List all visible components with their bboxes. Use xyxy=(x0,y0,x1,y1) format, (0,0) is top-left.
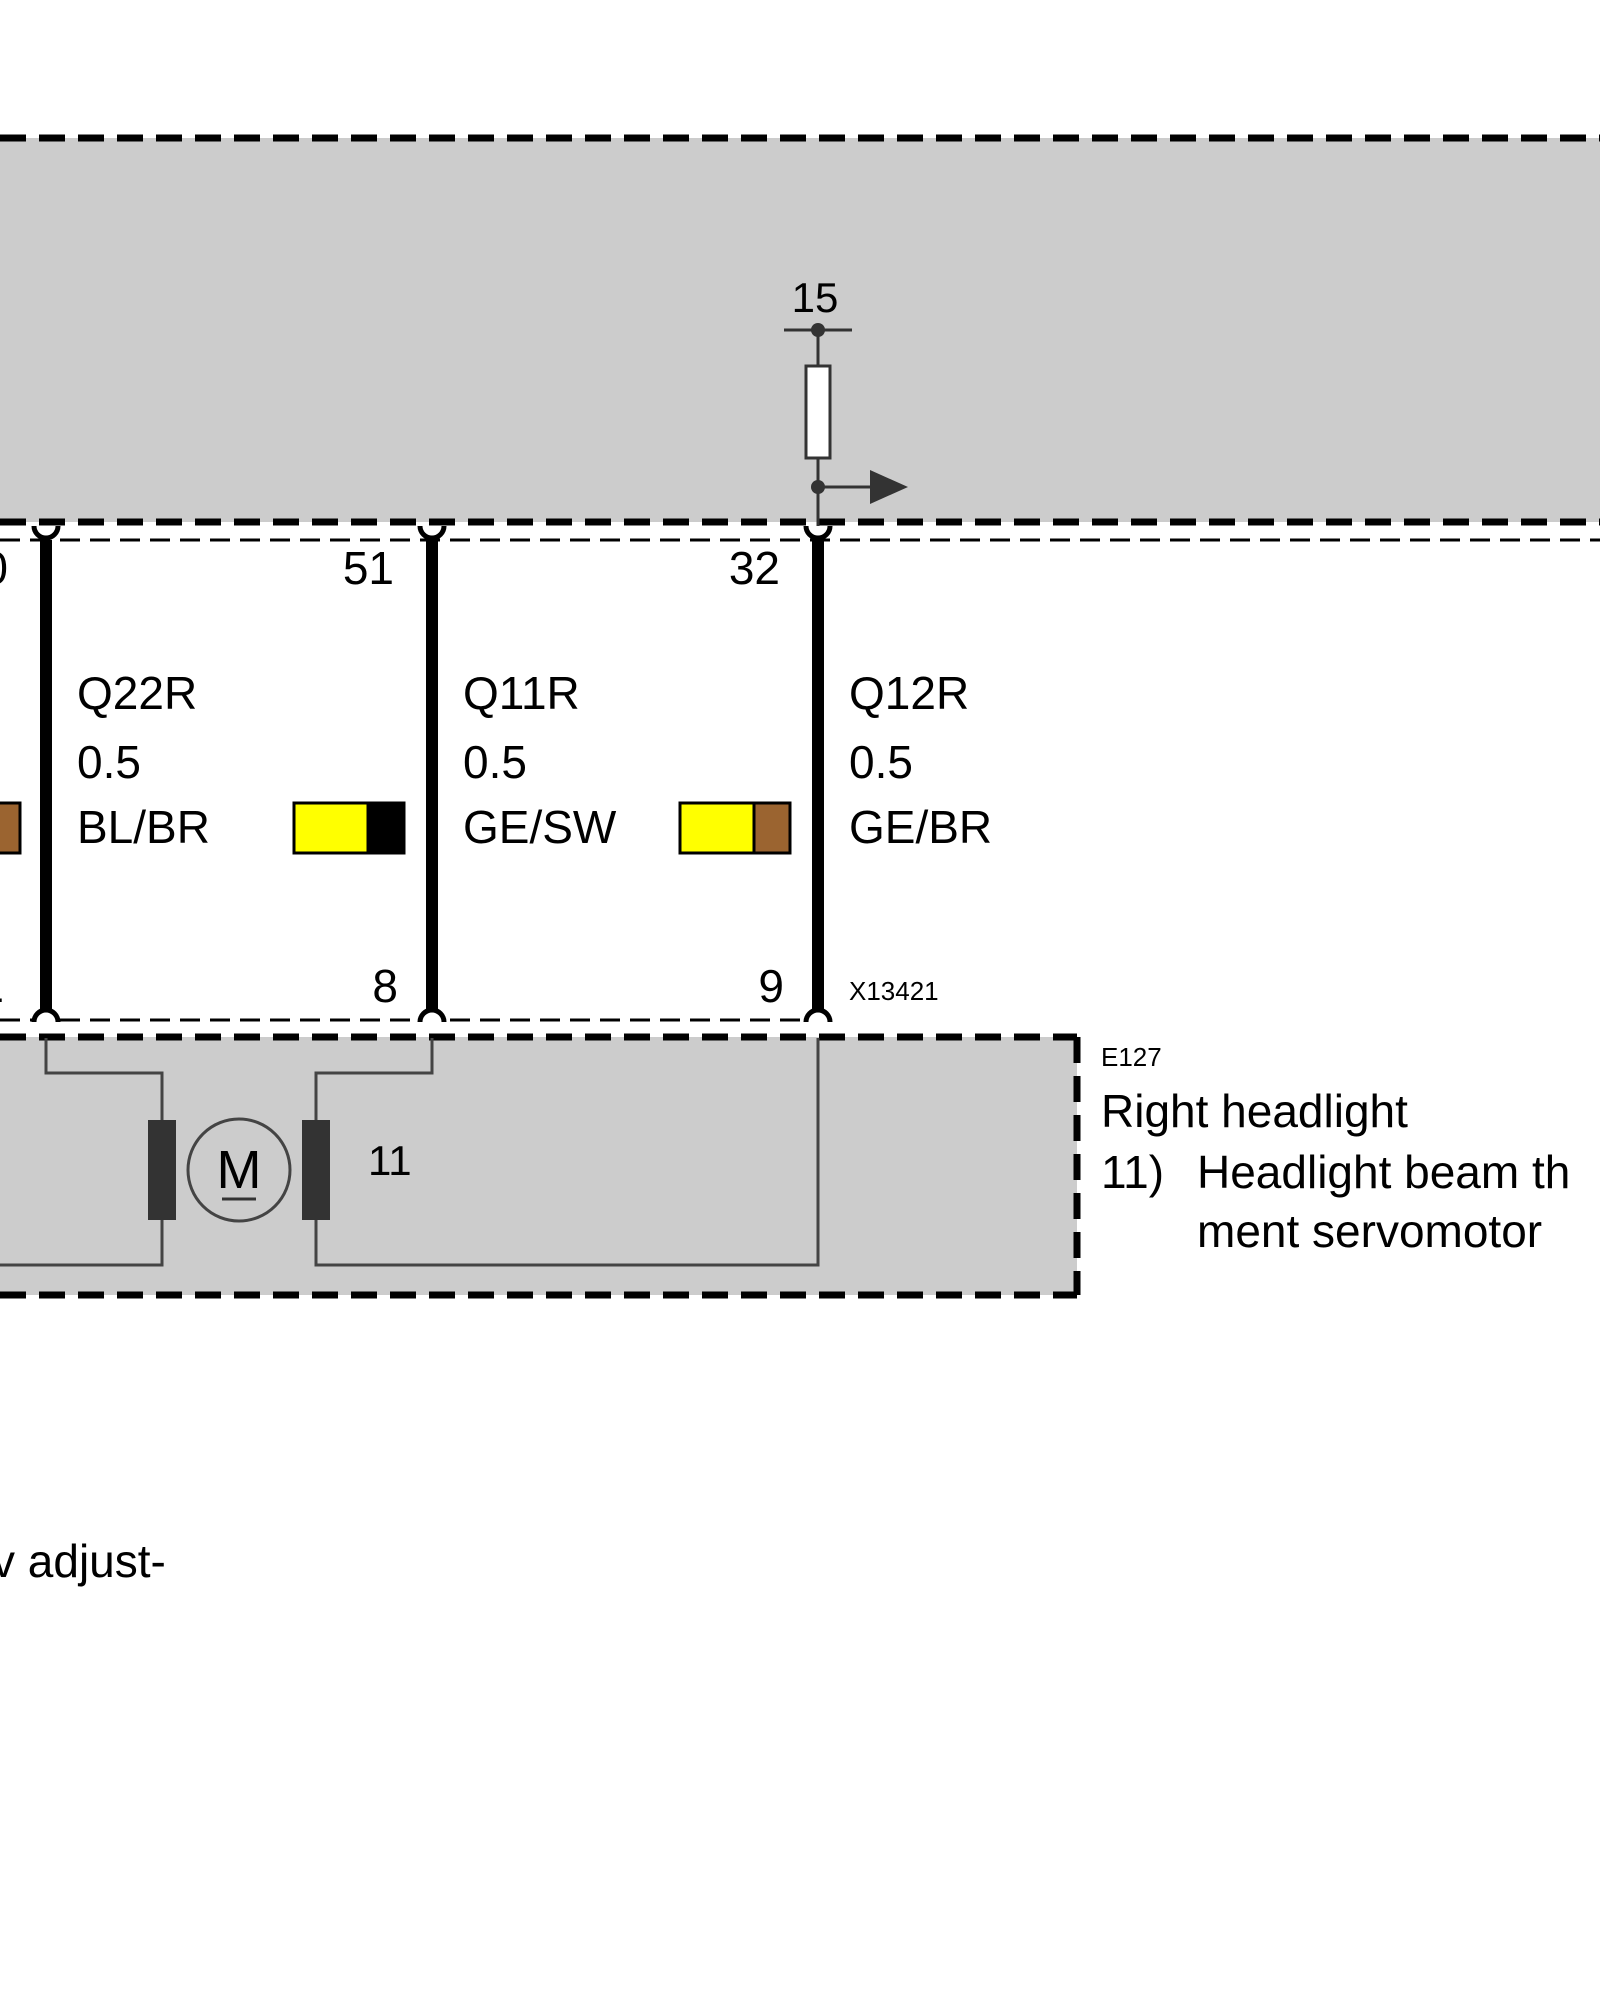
wire-code-q22r: Q22R xyxy=(77,667,197,719)
connector-id: X13421 xyxy=(849,976,939,1006)
motor-lead-left xyxy=(44,1038,164,1122)
headlight-module-fill xyxy=(0,1037,1077,1295)
pin-marker-top-2 xyxy=(417,525,447,541)
swatch-yellow-2 xyxy=(678,801,756,855)
color-swatch-wire0 xyxy=(0,801,22,855)
servomotor-ref-number: 11 xyxy=(368,1137,412,1184)
pin-marker-top-1 xyxy=(31,525,61,541)
motor-lead-right xyxy=(314,1038,434,1122)
pin-top-wire2: 32 xyxy=(729,542,780,594)
color-swatch-bl-br xyxy=(292,801,406,855)
motor-coil-left xyxy=(148,1120,176,1220)
wire-size-q12r: 0.5 xyxy=(849,736,913,788)
wire-color-q12r: GE/BR xyxy=(849,801,992,853)
component-name: Right headlight xyxy=(1101,1085,1408,1137)
wire-size-q22r: 0.5 xyxy=(77,736,141,788)
arrow-right-icon xyxy=(870,470,908,504)
pin-bottom-wire1: 8 xyxy=(372,960,398,1012)
motor-coil-right xyxy=(302,1120,330,1220)
wire-size-q11r: 0.5 xyxy=(463,736,527,788)
pin-marker-bottom-1 xyxy=(31,1007,61,1023)
swatch-brown-2 xyxy=(752,801,792,855)
swatch-black-1 xyxy=(366,801,406,855)
component-item-line1: Headlight beam th xyxy=(1197,1146,1570,1198)
terminal-15-label: 15 xyxy=(792,274,839,321)
motor-lead-left-bottom xyxy=(0,1218,164,1267)
component-id: E127 xyxy=(1101,1042,1162,1072)
pin-marker-bottom-3 xyxy=(803,1007,833,1023)
swatch-brown-left xyxy=(0,801,22,855)
wire-code-q11r: Q11R xyxy=(463,667,580,719)
swatch-yellow-1 xyxy=(292,801,370,855)
component-item-number: 11) xyxy=(1101,1146,1164,1198)
pin-bottom-wire0: 1 xyxy=(0,960,4,1012)
pin-top-wire0: 0 xyxy=(0,542,8,594)
motor-symbol-circle xyxy=(186,1117,292,1223)
color-swatch-ge-sw xyxy=(678,801,792,855)
pin-marker-top-3 xyxy=(803,525,833,541)
wire-color-q22r: BL/BR xyxy=(77,801,210,853)
resistor-symbol xyxy=(804,364,832,460)
component-item-line2: ment servomotor xyxy=(1197,1205,1542,1257)
pin-marker-bottom-2 xyxy=(417,1007,447,1023)
footnote-fragment: v adjust- xyxy=(0,1535,166,1587)
wire-code-q12r: Q12R xyxy=(849,667,969,719)
motor-symbol-letter: M xyxy=(217,1140,262,1200)
servomotor-internal-wiring xyxy=(0,1038,820,1267)
wire-color-q11r: GE/SW xyxy=(463,801,617,853)
pin-bottom-wire2: 9 xyxy=(758,960,784,1012)
pin-top-wire1: 51 xyxy=(343,542,394,594)
motor-lead-right-bottom xyxy=(314,1038,820,1267)
